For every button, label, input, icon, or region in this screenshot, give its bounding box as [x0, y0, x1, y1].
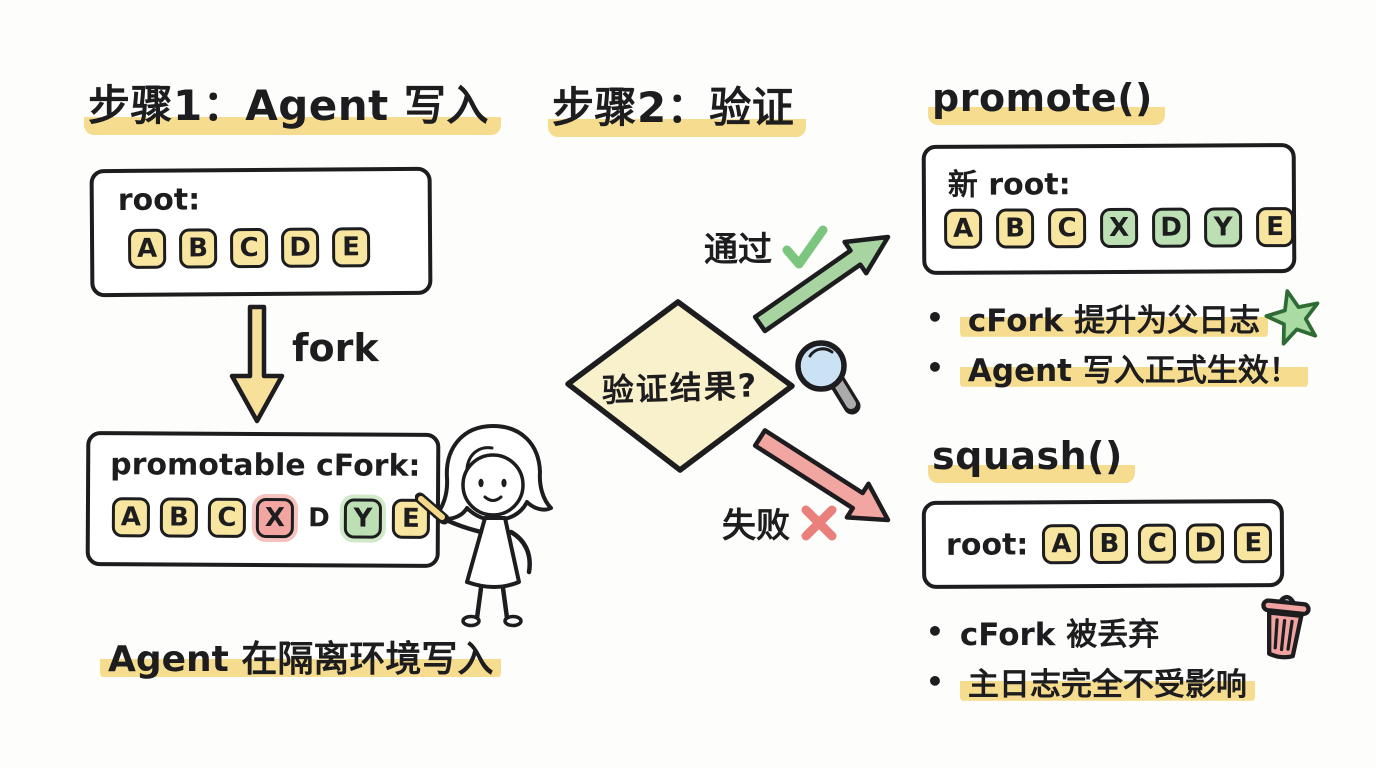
fork-arrow-icon	[229, 304, 285, 424]
promote-bullet-1: • cFork 提升为父日志	[926, 292, 1308, 342]
fork-label: fork	[292, 326, 379, 370]
log-cell-b: B	[178, 228, 218, 269]
bullet-dot: •	[926, 350, 944, 384]
promote-bullet-1-text: cFork 提升为父日志	[959, 294, 1269, 340]
log-cell-a: A	[943, 208, 983, 249]
trash-icon	[1261, 594, 1311, 660]
log-cell-b: B	[995, 208, 1035, 249]
cfork-log-label: promotable cFork:	[110, 447, 421, 484]
step1-title: 步骤1：Agent 写入	[84, 72, 501, 135]
fail-branch-label: 失败	[722, 498, 840, 547]
squash-root-label: root:	[945, 526, 1029, 563]
promote-bullets: • cFork 提升为父日志 • Agent 写入正式生效！	[926, 292, 1308, 392]
log-cell-x: X	[255, 497, 295, 539]
promote-bullet-2: • Agent 写入正式生效！	[926, 342, 1308, 392]
log-cell-e: E	[1255, 207, 1295, 248]
log-cell-c: C	[229, 227, 269, 269]
squash-bullet-2: • 主日志完全不受影响	[926, 656, 1255, 706]
log-cell-c: C	[1138, 523, 1177, 564]
new-root-label: 新 root:	[947, 167, 1071, 203]
squash-title-text: squash()	[928, 434, 1135, 483]
log-cell-a: A	[1042, 524, 1081, 565]
bullet-dot: •	[926, 664, 944, 698]
log-cell-d: D	[280, 227, 320, 268]
fail-label: 失败	[722, 506, 790, 546]
pass-arrow-icon	[752, 234, 891, 334]
fail-arrow-icon	[752, 428, 891, 523]
check-icon	[782, 225, 828, 268]
log-cell-d: D	[1186, 523, 1225, 564]
star-icon	[1264, 289, 1320, 346]
squash-bullet-2-text: 主日志完全不受影响	[959, 658, 1255, 704]
log-cell-d: D	[308, 503, 330, 534]
pass-label: 通过	[704, 230, 772, 270]
log-cell-d: D	[1151, 207, 1191, 248]
log-cell-b: B	[1090, 523, 1129, 565]
promote-title: promote()	[928, 76, 1165, 125]
log-cell-c: C	[207, 497, 247, 538]
squash-title: squash()	[928, 434, 1135, 483]
step2-title: 步骤2：验证	[548, 74, 807, 137]
log-cell-x: X	[1099, 207, 1139, 249]
decision-diamond: 验证结果?	[560, 296, 800, 476]
squash-bullet-1-text: cFork 被丢弃	[959, 616, 1160, 653]
log-cell-y: Y	[343, 498, 383, 539]
bullet-dot: •	[926, 300, 944, 334]
magnifier-icon	[795, 340, 861, 415]
log-cell-b: B	[159, 497, 199, 538]
step1-caption: Agent 在隔离环境写入	[100, 630, 502, 682]
step1-caption-text: Agent 在隔离环境写入	[100, 639, 502, 680]
log-cell-y: Y	[1203, 207, 1243, 248]
bullet-dot: •	[926, 614, 944, 648]
log-cell-a: A	[111, 497, 151, 538]
promote-title-text: promote()	[928, 76, 1165, 125]
writer-girl-icon	[415, 424, 553, 628]
diamond-shape	[565, 299, 795, 473]
log-cell-a: A	[127, 228, 167, 269]
log-cell-e: E	[1234, 523, 1273, 564]
pass-branch-label: 通过	[704, 222, 828, 271]
log-cell-e: E	[331, 227, 371, 268]
x-icon	[801, 505, 837, 540]
squash-bullets: • cFork 被丢弃 • 主日志完全不受影响	[926, 606, 1255, 706]
step2-title-text: 步骤2：验证	[548, 83, 807, 137]
step1-title-text: 步骤1：Agent 写入	[84, 81, 501, 135]
log-cell-c: C	[1047, 208, 1087, 249]
squash-bullet-1: • cFork 被丢弃	[926, 606, 1255, 656]
root-log-label: root:	[117, 182, 201, 218]
promote-bullet-2-text: Agent 写入正式生效！	[959, 344, 1308, 390]
